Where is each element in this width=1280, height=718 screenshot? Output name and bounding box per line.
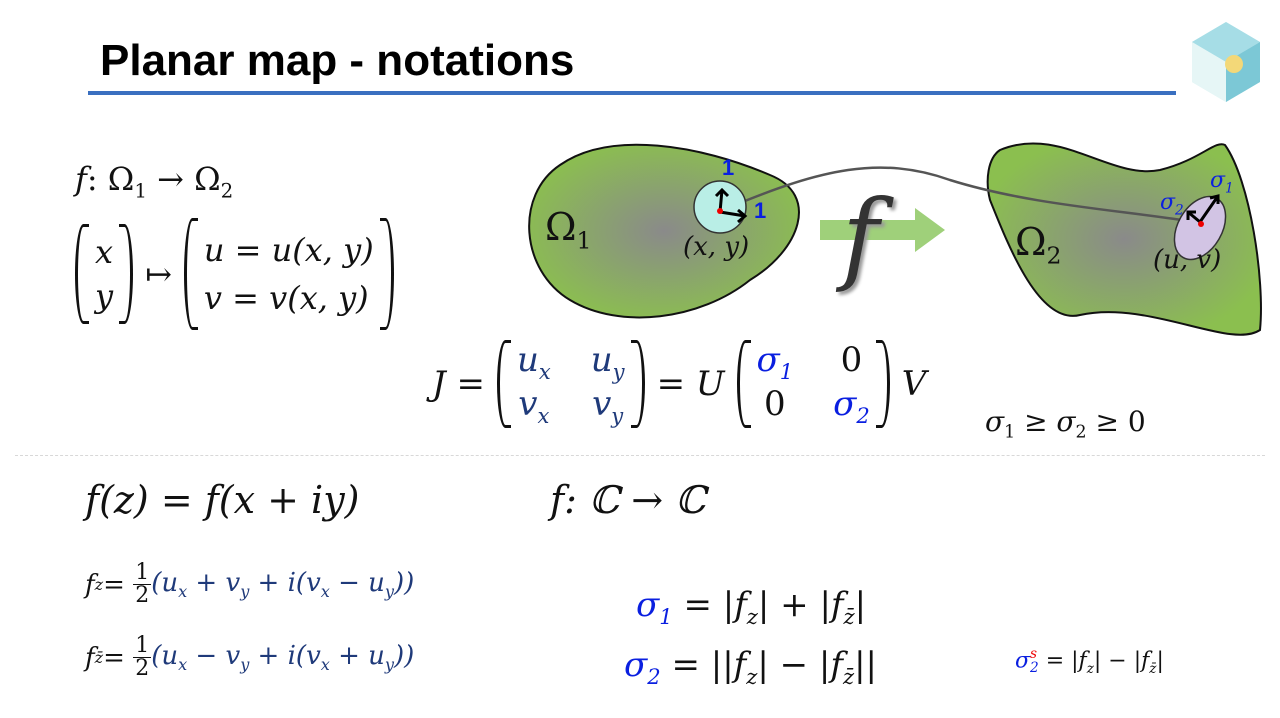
title-underline: [88, 91, 1176, 95]
map-f-label: f: [842, 178, 880, 295]
complex-map: f: ℂ → ℂ: [550, 478, 706, 522]
unit-label-vertical: 1: [722, 155, 735, 180]
map-arrow: [820, 208, 945, 252]
point-xy-label: (x, y): [683, 232, 750, 262]
complex-function: f(z) = f(x + iy): [85, 478, 360, 522]
omega2-label: Ω2: [1015, 220, 1062, 270]
slide-title: Planar map - notations: [100, 36, 575, 85]
singular-value-order: σ1 ≥ σ2 ≥ 0: [985, 405, 1146, 443]
sigma1-equation: σ1 = |fz| + |fz̄|: [636, 585, 867, 629]
point-uv-label: (u, v): [1153, 245, 1222, 275]
unit-label-horizontal: 1: [754, 198, 767, 223]
sigma1-axis-label: σ1: [1210, 168, 1234, 197]
sigma2-axis-label: σ2: [1160, 190, 1184, 219]
domain-omega2-shape: [986, 142, 1262, 336]
mapping-diagram: [528, 142, 1262, 336]
mapping-curve: [734, 166, 1196, 224]
logo-cube-icon: [1192, 22, 1260, 102]
section-divider: [15, 455, 1265, 456]
omega1-label: Ω1: [545, 205, 592, 255]
jacobian-svd-equation: J = ux uy vx vy = U σ1 0 0 σ2 V: [432, 340, 927, 428]
map-definition: f: Ω1 → Ω2: [75, 160, 234, 203]
sigma2-equation: σ2 = ||fz| − |fz̄||: [624, 645, 877, 689]
